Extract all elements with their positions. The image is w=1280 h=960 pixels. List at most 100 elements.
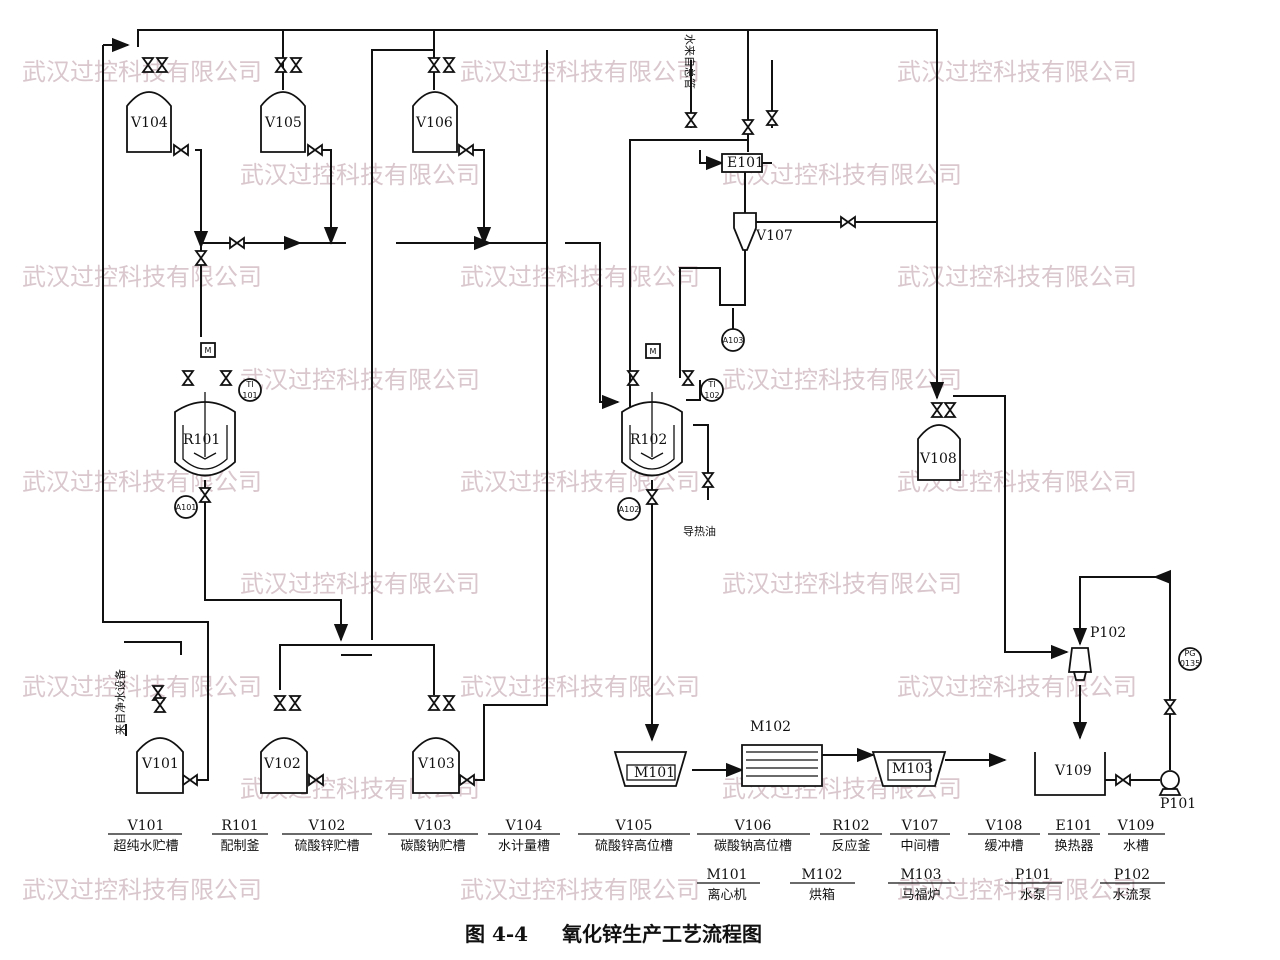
label-r101: R101 <box>183 432 220 448</box>
valve <box>173 143 189 157</box>
valve <box>308 773 324 787</box>
pipe-line <box>137 29 938 388</box>
legend-name: 超纯水贮槽 <box>113 839 178 854</box>
a103-label: A103 <box>723 336 744 345</box>
tank-v109 <box>1034 752 1106 796</box>
watermark: 武汉过控科技有限公司 <box>22 468 262 496</box>
pipe-line <box>204 480 349 642</box>
label-r102: R102 <box>630 432 667 448</box>
furnace-inner <box>887 759 931 781</box>
valve <box>274 57 288 73</box>
pipe-line <box>279 644 435 695</box>
valve-layer <box>141 57 1177 787</box>
tank-v106 <box>412 91 458 153</box>
label-m101: M101 <box>634 765 675 781</box>
motor-box-r102 <box>645 343 661 359</box>
legend-code: E101 <box>1056 818 1093 834</box>
legend-code: V104 <box>505 818 543 834</box>
motor-label-r102: M <box>650 347 657 356</box>
label-e101: E101 <box>727 155 764 171</box>
watermark: 武汉过控科技有限公司 <box>460 263 700 291</box>
valve <box>459 773 475 787</box>
valve <box>219 370 233 386</box>
figure-number: 图 4-4 <box>465 922 528 946</box>
legend-code: V102 <box>308 818 346 834</box>
watermark: 武汉过控科技有限公司 <box>22 673 262 701</box>
legend-name: 离心机 <box>707 887 746 903</box>
valve <box>181 370 195 386</box>
valve <box>153 697 167 713</box>
ti102-tag: TI <box>707 380 715 389</box>
valve <box>943 402 957 418</box>
watermark: 武汉过控科技有限公司 <box>460 673 700 701</box>
legend-name: 配制釜 <box>220 839 259 854</box>
watermark: 武汉过控科技有限公司 <box>240 161 480 189</box>
instrument-layer <box>174 328 1202 671</box>
legend-code: V103 <box>414 818 452 834</box>
valve <box>741 119 755 135</box>
reactor-jacket <box>182 425 228 470</box>
ti102-instrument <box>700 378 724 402</box>
pressure-gauge <box>1178 647 1202 671</box>
pipe-line <box>124 641 182 655</box>
pump-p101-base <box>1158 788 1182 796</box>
legend-code: M101 <box>706 867 747 883</box>
valve <box>155 57 169 73</box>
agitator-blade <box>640 452 664 460</box>
watermark: 武汉过控科技有限公司 <box>722 570 962 598</box>
heat-oil-label: 导热油 <box>683 524 716 538</box>
a102-label: A102 <box>619 505 640 514</box>
legend-code: M102 <box>801 867 842 883</box>
watermark: 武汉过控科技有限公司 <box>460 58 700 86</box>
valve <box>427 695 441 711</box>
legend-code: V107 <box>901 818 939 834</box>
valve <box>307 143 323 157</box>
label-p101: P101 <box>1160 796 1196 812</box>
legend-name: 烘箱 <box>809 887 835 903</box>
label-m103: M103 <box>892 761 933 777</box>
valve <box>194 250 208 266</box>
label-v106: V106 <box>415 115 453 131</box>
legend-name: 硫酸锌贮槽 <box>294 839 359 854</box>
watermark: 武汉过控科技有限公司 <box>722 366 962 394</box>
pump-p101 <box>1160 770 1180 790</box>
legend-name: 水流泵 <box>1112 888 1151 903</box>
sampler-a101 <box>174 495 198 519</box>
ti101-instrument <box>238 378 262 402</box>
legend-name: 换热器 <box>1054 839 1093 854</box>
legend-name: 硫酸锌高位槽 <box>595 838 673 854</box>
legend-code: R102 <box>832 818 869 834</box>
label-v103: V103 <box>417 756 455 772</box>
label-m102: M102 <box>750 719 791 735</box>
legend-code: V109 <box>1117 818 1155 834</box>
pipe-line <box>193 149 209 249</box>
watermark: 武汉过控科技有限公司 <box>897 876 1137 904</box>
legend-code: V101 <box>127 818 165 834</box>
oven-m102 <box>741 744 823 787</box>
tap-water-label: 水来自总管 <box>683 34 697 89</box>
heat-exchanger-e101 <box>721 153 763 173</box>
ti101-number: 101 <box>242 391 257 400</box>
legend-code: V105 <box>615 818 653 834</box>
valve <box>645 489 659 505</box>
sampler-a102 <box>617 497 641 521</box>
label-p102: P102 <box>1090 625 1126 641</box>
equipment-labels: V104 V105 V106 R101 R102 V101 V102 V103 … <box>130 115 1196 812</box>
watermark-layer: 武汉过控科技有限公司 武汉过控科技有限公司 武汉过控科技有限公司 武汉过控科技有… <box>22 58 1137 904</box>
valve <box>229 236 245 250</box>
pipe-line <box>565 242 620 410</box>
side-labels: 水来自总管 来自净水设备 导热油 <box>113 34 716 735</box>
legend-code: M103 <box>900 867 941 883</box>
pump-p102-base <box>1072 671 1088 681</box>
label-v105: V105 <box>264 115 302 131</box>
centrifuge-m101 <box>613 751 688 787</box>
watermark: 武汉过控科技有限公司 <box>897 673 1137 701</box>
valve <box>289 57 303 73</box>
legend-name: 缓冲槽 <box>984 839 1023 854</box>
legend-name: 马福炉 <box>901 888 940 903</box>
tank-v104 <box>126 91 172 153</box>
valve <box>681 370 695 386</box>
pipe-line <box>470 149 492 245</box>
equipment-layer <box>126 91 1182 796</box>
